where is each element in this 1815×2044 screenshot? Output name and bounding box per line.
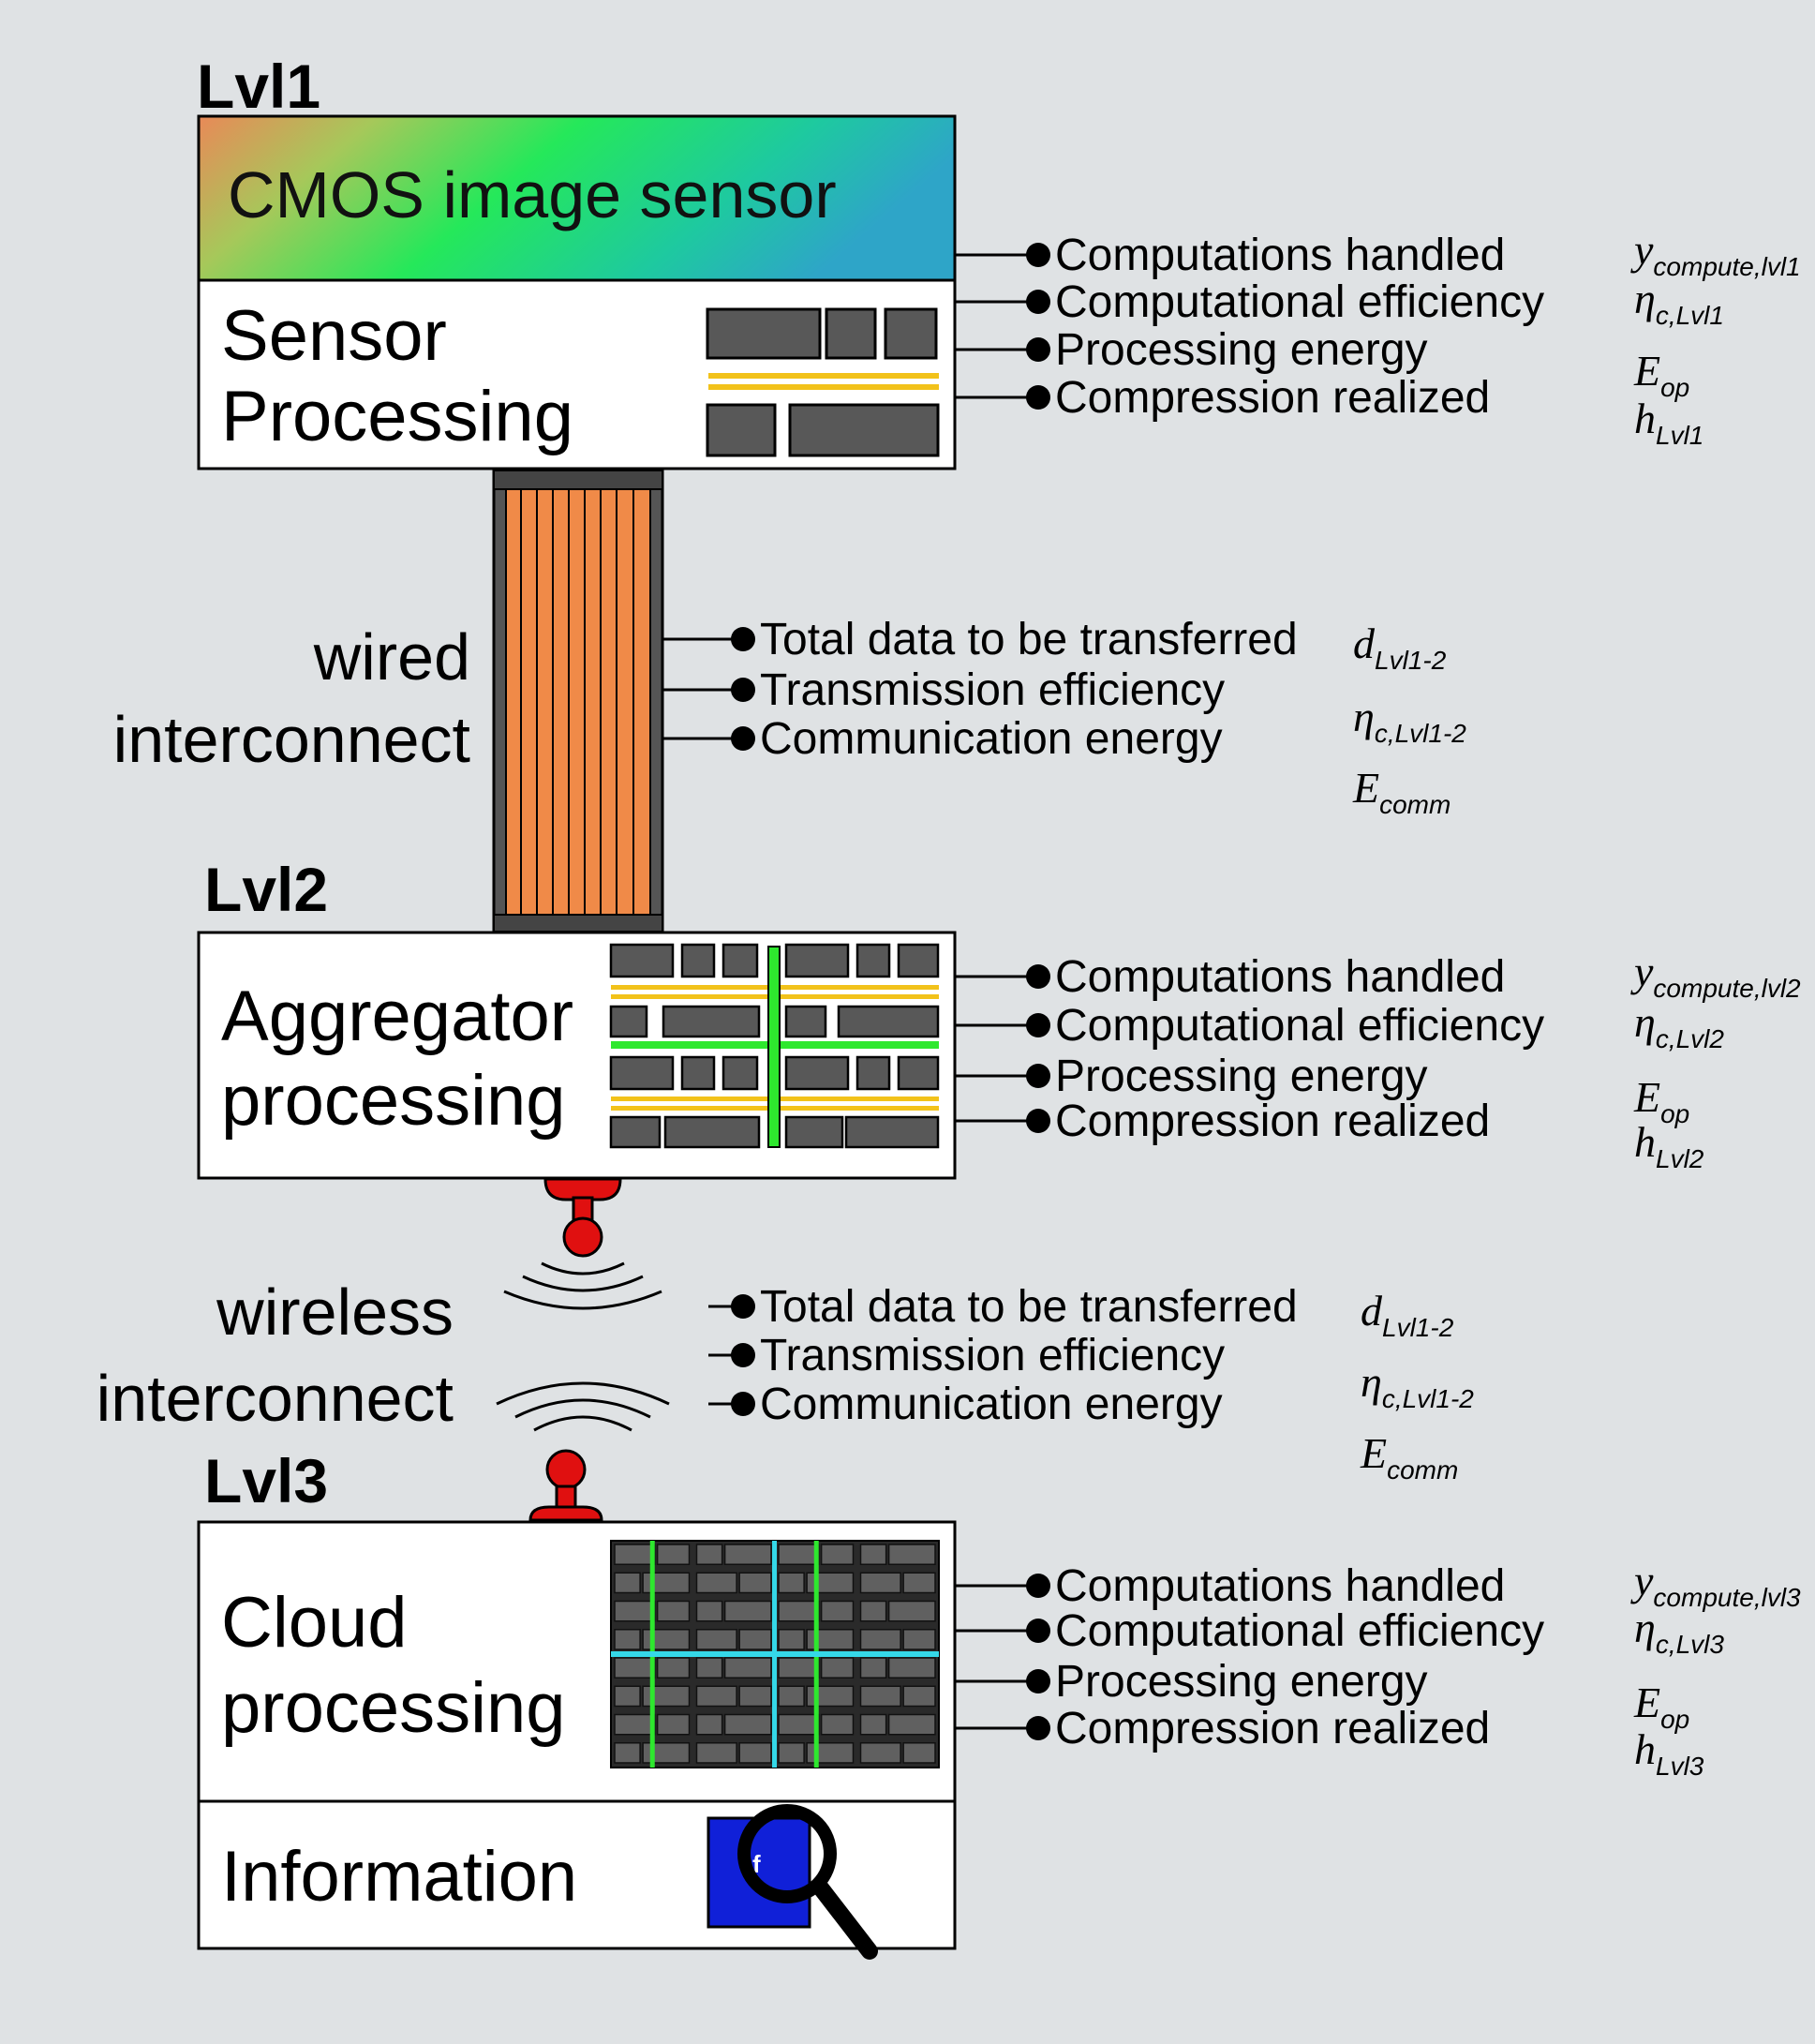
level2-title: Lvl2: [204, 855, 328, 924]
sensor-chip-icon: [706, 307, 940, 457]
bullet-dot: [731, 1392, 755, 1416]
cloud-chip-icon: [610, 1540, 940, 1768]
level3-title: Lvl3: [204, 1446, 328, 1515]
metric-symbol: ycompute,lvl1: [1630, 226, 1801, 281]
metric-label: Communication energy: [760, 714, 1223, 764]
bullet-dot: [1026, 1109, 1050, 1133]
cmos-sensor-band: [200, 117, 954, 280]
aggregator-label-line1: Aggregator: [221, 977, 573, 1056]
metric-label: Compression realized: [1055, 373, 1490, 423]
wired-interconnect-label-line1: wired: [313, 620, 470, 694]
metric-label: Compression realized: [1055, 1704, 1490, 1753]
bullet-dot: [1026, 1619, 1050, 1643]
information-label: Information: [221, 1837, 577, 1917]
wireless-waves-down-icon: [503, 1261, 662, 1310]
bullet-dot: [731, 627, 755, 651]
sensor-processing-label-line2: Processing: [221, 377, 573, 456]
aggregator-chip-icon: [609, 943, 940, 1149]
cloud-processing-label-line1: Cloud: [221, 1583, 408, 1663]
metric-label: Transmission efficiency: [760, 665, 1225, 715]
magnifier-icon: f: [707, 1804, 878, 1960]
metric-symbol: hLvl1: [1634, 395, 1703, 450]
metric-item: Compression realized hLvl1: [955, 373, 1703, 450]
bullet-dot: [1026, 964, 1050, 989]
metric-label: Processing energy: [1055, 325, 1428, 375]
metric-label: Computations handled: [1055, 1561, 1505, 1611]
metric-label: Total data to be transferred: [760, 1282, 1298, 1332]
metric-label: Transmission efficiency: [760, 1331, 1225, 1380]
metric-item: Total data to be transferred dLvl1-2: [708, 1282, 1454, 1342]
metric-item: Transmission efficiency ηc,Lvl1-2: [708, 1331, 1474, 1413]
bullet-dot: [731, 1343, 755, 1367]
metric-symbol: dLvl1-2: [1361, 1287, 1454, 1342]
level1-title: Lvl1: [197, 52, 320, 121]
metric-item: Computational efficiency ηc,Lvl2: [955, 998, 1724, 1053]
metric-symbol: ηc,Lvl1-2: [1353, 693, 1466, 748]
metric-symbol: ηc,Lvl1-2: [1361, 1358, 1474, 1413]
bullet-dot: [731, 726, 755, 751]
metric-label: Computational efficiency: [1055, 1001, 1544, 1051]
antenna-level3: [528, 1449, 603, 1522]
wireless-interconnect-label-line1: wireless: [216, 1276, 454, 1349]
svg-text:f: f: [752, 1850, 761, 1878]
metric-item: Computational efficiency ηc,Lvl1: [955, 275, 1724, 330]
metric-item: Computations handled ycompute,lvl1: [955, 226, 1801, 281]
metric-label: Total data to be transferred: [760, 615, 1298, 664]
metric-symbol: dLvl1-2: [1353, 619, 1447, 675]
metric-label: Processing energy: [1055, 1052, 1428, 1101]
wired-metrics: Total data to be transferred dLvl1-2Trans…: [662, 615, 1466, 819]
metric-item: Computations handled ycompute,lvl2: [955, 947, 1801, 1003]
wired-interconnect-label-line2: interconnect: [113, 703, 470, 776]
cmos-sensor-label: CMOS image sensor: [228, 158, 837, 231]
metric-symbol: Ecomm: [1360, 1429, 1458, 1485]
wired-cable: [492, 469, 664, 933]
wireless-waves-up-icon: [496, 1381, 670, 1432]
wireless-interconnect-label-line2: interconnect: [97, 1362, 454, 1435]
metric-symbol: Ecomm: [1352, 764, 1451, 819]
bullet-dot: [1026, 1064, 1050, 1088]
cloud-processing-label-line2: processing: [221, 1668, 566, 1748]
metric-label: Compression realized: [1055, 1097, 1490, 1146]
bullet-dot: [1026, 1716, 1050, 1740]
aggregator-label-line2: processing: [221, 1061, 566, 1141]
bullet-dot: [1026, 385, 1050, 410]
bullet-dot: [1026, 1669, 1050, 1693]
metric-symbol: ηc,Lvl1: [1634, 275, 1724, 330]
metric-item: Computations handled ycompute,lvl3: [955, 1557, 1801, 1612]
metric-symbol: ycompute,lvl2: [1630, 947, 1801, 1003]
metric-label: Computations handled: [1055, 231, 1505, 280]
metric-symbol: ycompute,lvl3: [1630, 1557, 1801, 1612]
bullet-dot: [1026, 337, 1050, 362]
sensor-processing-label-line1: Sensor: [221, 296, 447, 376]
bullet-dot: [1026, 1574, 1050, 1598]
metric-label: Processing energy: [1055, 1657, 1428, 1707]
bullet-dot: [1026, 290, 1050, 314]
metric-label: Computational efficiency: [1055, 277, 1544, 327]
bullet-dot: [1026, 1013, 1050, 1037]
metric-label: Computations handled: [1055, 952, 1505, 1002]
metric-symbol: ηc,Lvl2: [1634, 998, 1724, 1053]
metric-label: Computational efficiency: [1055, 1606, 1544, 1656]
metric-label: Communication energy: [760, 1380, 1223, 1429]
bullet-dot: [731, 1294, 755, 1319]
bullet-dot: [1026, 243, 1050, 267]
bullet-dot: [731, 678, 755, 702]
antenna-level2: [543, 1177, 622, 1258]
